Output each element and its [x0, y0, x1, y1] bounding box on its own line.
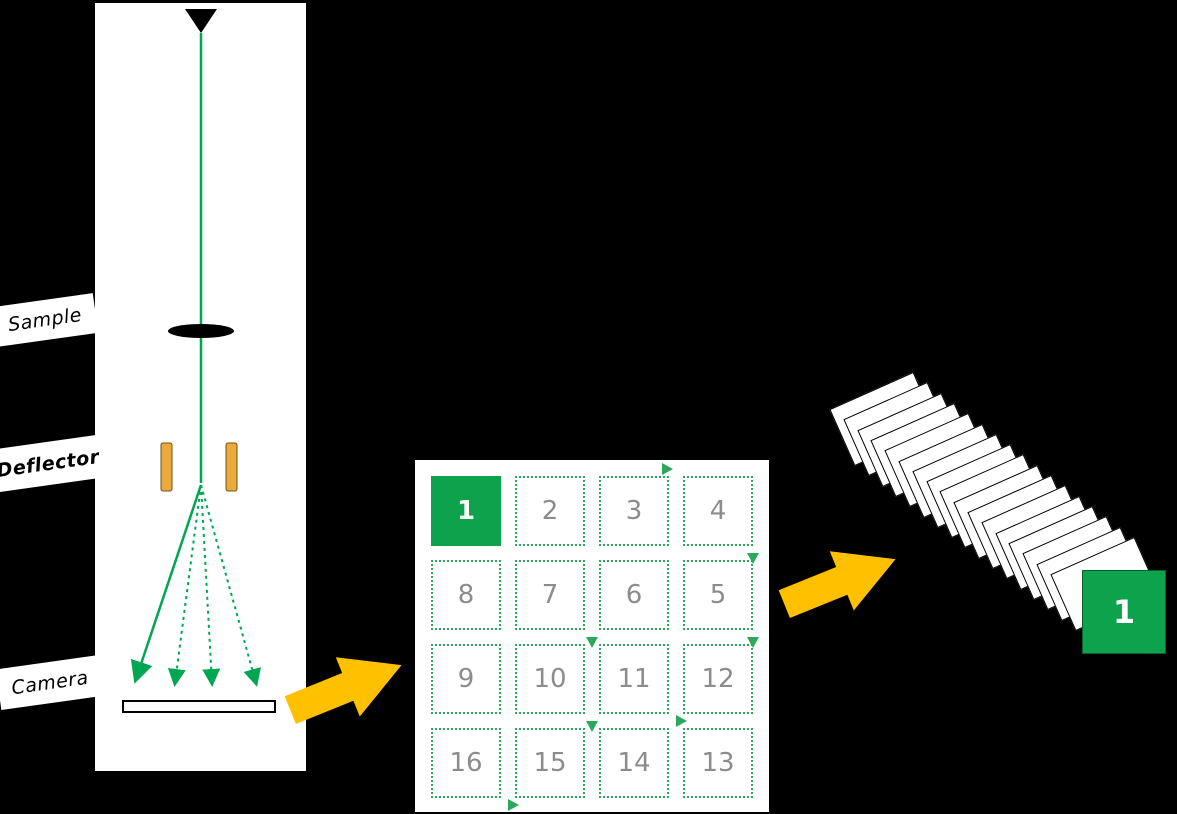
- deflected-beam-dashed-1: [167, 484, 202, 687]
- label-camera: Camera: [0, 654, 105, 711]
- grid-cell-8: 8: [431, 560, 501, 630]
- scan-grid: 1 2 3 4 8 7 6 5 9 10 11 12 16 15 14 13: [415, 460, 769, 812]
- stack-front-frame: 1: [1082, 570, 1166, 654]
- electron-source-icon: [185, 9, 217, 33]
- deflector-plate-right: [225, 442, 238, 492]
- grid-cell-10: 10: [515, 644, 585, 714]
- microscope-column: [95, 3, 306, 771]
- grid-cell-13: 13: [683, 728, 753, 798]
- grid-cell-16: 16: [431, 728, 501, 798]
- grid-cell-11: 11: [599, 644, 669, 714]
- grid-cell-12: 12: [683, 644, 753, 714]
- deflector-plate-left: [160, 442, 173, 492]
- grid-cell-9: 9: [431, 644, 501, 714]
- grid-cell-15: 15: [515, 728, 585, 798]
- flow-arrow-right-icon: [778, 551, 896, 619]
- flow-arrow-right-icon: [284, 657, 402, 725]
- grid-cell-4: 4: [683, 476, 753, 546]
- microscope-schematic: [122, 9, 276, 713]
- grid-cell-1: 1: [431, 476, 501, 546]
- deflected-beam-solid: [130, 484, 203, 684]
- grid-cell-3: 3: [599, 476, 669, 546]
- grid-cell-7: 7: [515, 560, 585, 630]
- grid-cell-6: 6: [599, 560, 669, 630]
- label-sample: Sample: [0, 293, 99, 347]
- image-stack: 1: [829, 371, 1173, 660]
- grid-cell-2: 2: [515, 476, 585, 546]
- grid-cell-14: 14: [599, 728, 669, 798]
- deflected-beam-dashed-3: [200, 484, 261, 687]
- label-deflector: Deflector: [0, 434, 107, 493]
- sample-lens-icon: [168, 324, 234, 338]
- deflected-beam-dashed-2: [200, 484, 221, 687]
- grid-cell-5: 5: [683, 560, 753, 630]
- camera-detector-bar: [122, 700, 276, 713]
